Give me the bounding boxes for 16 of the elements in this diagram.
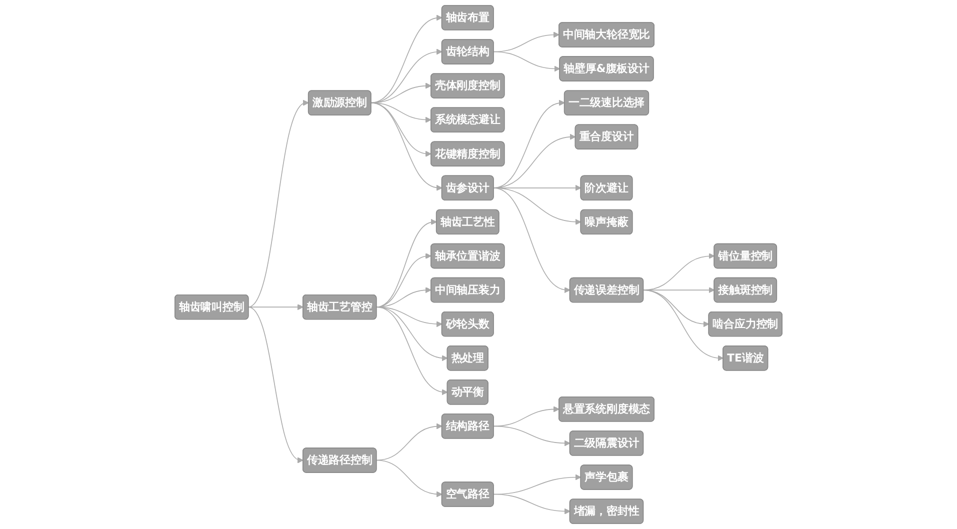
arrow: [370, 102, 442, 190]
arrow: [493, 51, 560, 72]
arrow: [248, 306, 304, 462]
arrow: [248, 304, 304, 310]
arrow: [376, 306, 448, 361]
arrow: [248, 101, 308, 308]
arrow: [493, 188, 582, 225]
arrow: [493, 426, 570, 446]
arrow: [370, 15, 442, 104]
arrow: [642, 290, 724, 361]
arrow: [376, 460, 442, 497]
arrow: [493, 188, 570, 292]
arrow: [376, 423, 442, 461]
arrow: [493, 406, 560, 427]
arrow: [493, 494, 570, 514]
arrow: [376, 306, 448, 395]
